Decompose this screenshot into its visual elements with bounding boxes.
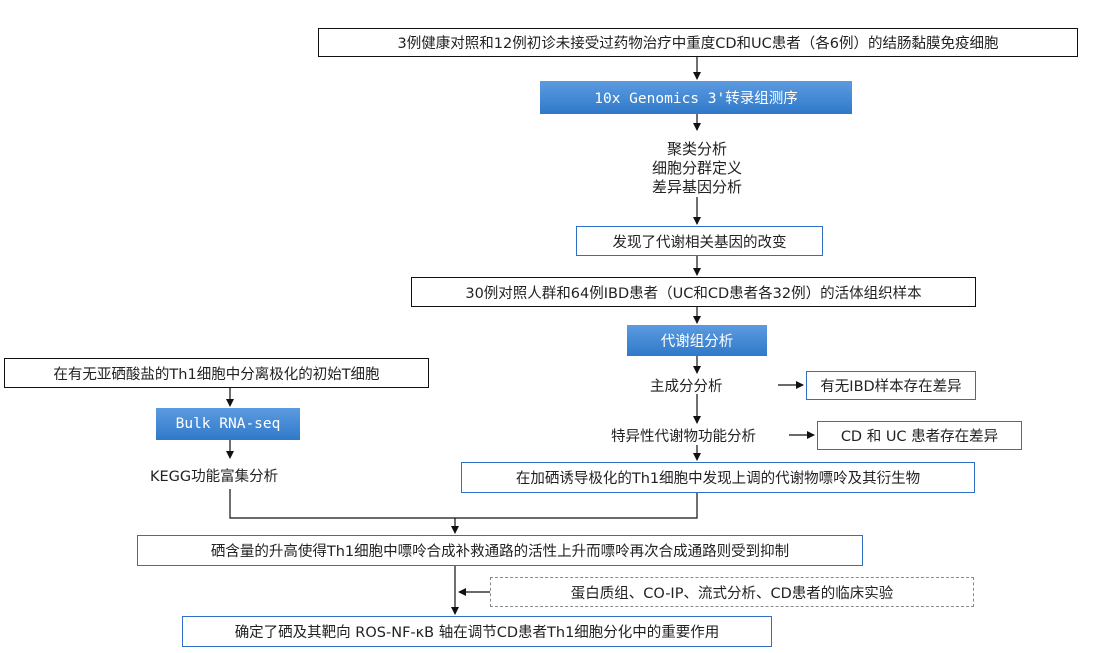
analysis-step-deg: 差异基因分析	[651, 178, 742, 196]
analysis-step-clustering: 聚类分析	[666, 140, 727, 158]
pca-label: 主成分分析	[650, 379, 723, 395]
metabolomics-box: 代谢组分析	[627, 325, 767, 356]
selenium-effect-box: 硒含量的升高使得Th1细胞中嘌呤合成补救通路的活性上升而嘌呤再次合成通路则受到抑…	[137, 535, 863, 566]
analysis-step-cell-typing: 细胞分群定义	[651, 159, 742, 177]
specific-metabolite-label: 特异性代谢物功能分析	[611, 429, 756, 445]
conclusion-box: 确定了硒及其靶向 ROS-NF-κB 轴在调节CD患者Th1细胞分化中的重要作用	[182, 616, 772, 647]
tcell-experiment-box: 在有无亚硒酸盐的Th1细胞中分离极化的初始T细胞	[4, 358, 429, 388]
analysis-steps: 聚类分析 细胞分群定义 差异基因分析	[597, 140, 797, 197]
purine-finding-box: 在加硒诱导极化的Th1细胞中发现上调的代谢物嘌呤及其衍生物	[461, 462, 975, 493]
cohort-box: 3例健康对照和12例初诊未接受过药物治疗中重度CD和UC患者（各6例）的结肠黏膜…	[318, 28, 1078, 57]
merge-line	[229, 489, 698, 519]
metabolic-gene-finding-box: 发现了代谢相关基因的改变	[576, 226, 823, 256]
bulk-rnaseq-box: Bulk RNA-seq	[156, 408, 300, 440]
sequencing-box: 10x Genomics 3'转录组测序	[540, 81, 852, 114]
specific-result-box: CD 和 UC 患者存在差异	[817, 421, 1022, 450]
pca-result-box: 有无IBD样本存在差异	[806, 371, 976, 400]
kegg-label: KEGG功能富集分析	[150, 469, 279, 485]
validation-box: 蛋白质组、CO-IP、流式分析、CD患者的临床实验	[490, 577, 974, 607]
biopsy-cohort-box: 30例对照人群和64例IBD患者（UC和CD患者各32例）的活体组织样本	[411, 277, 976, 307]
